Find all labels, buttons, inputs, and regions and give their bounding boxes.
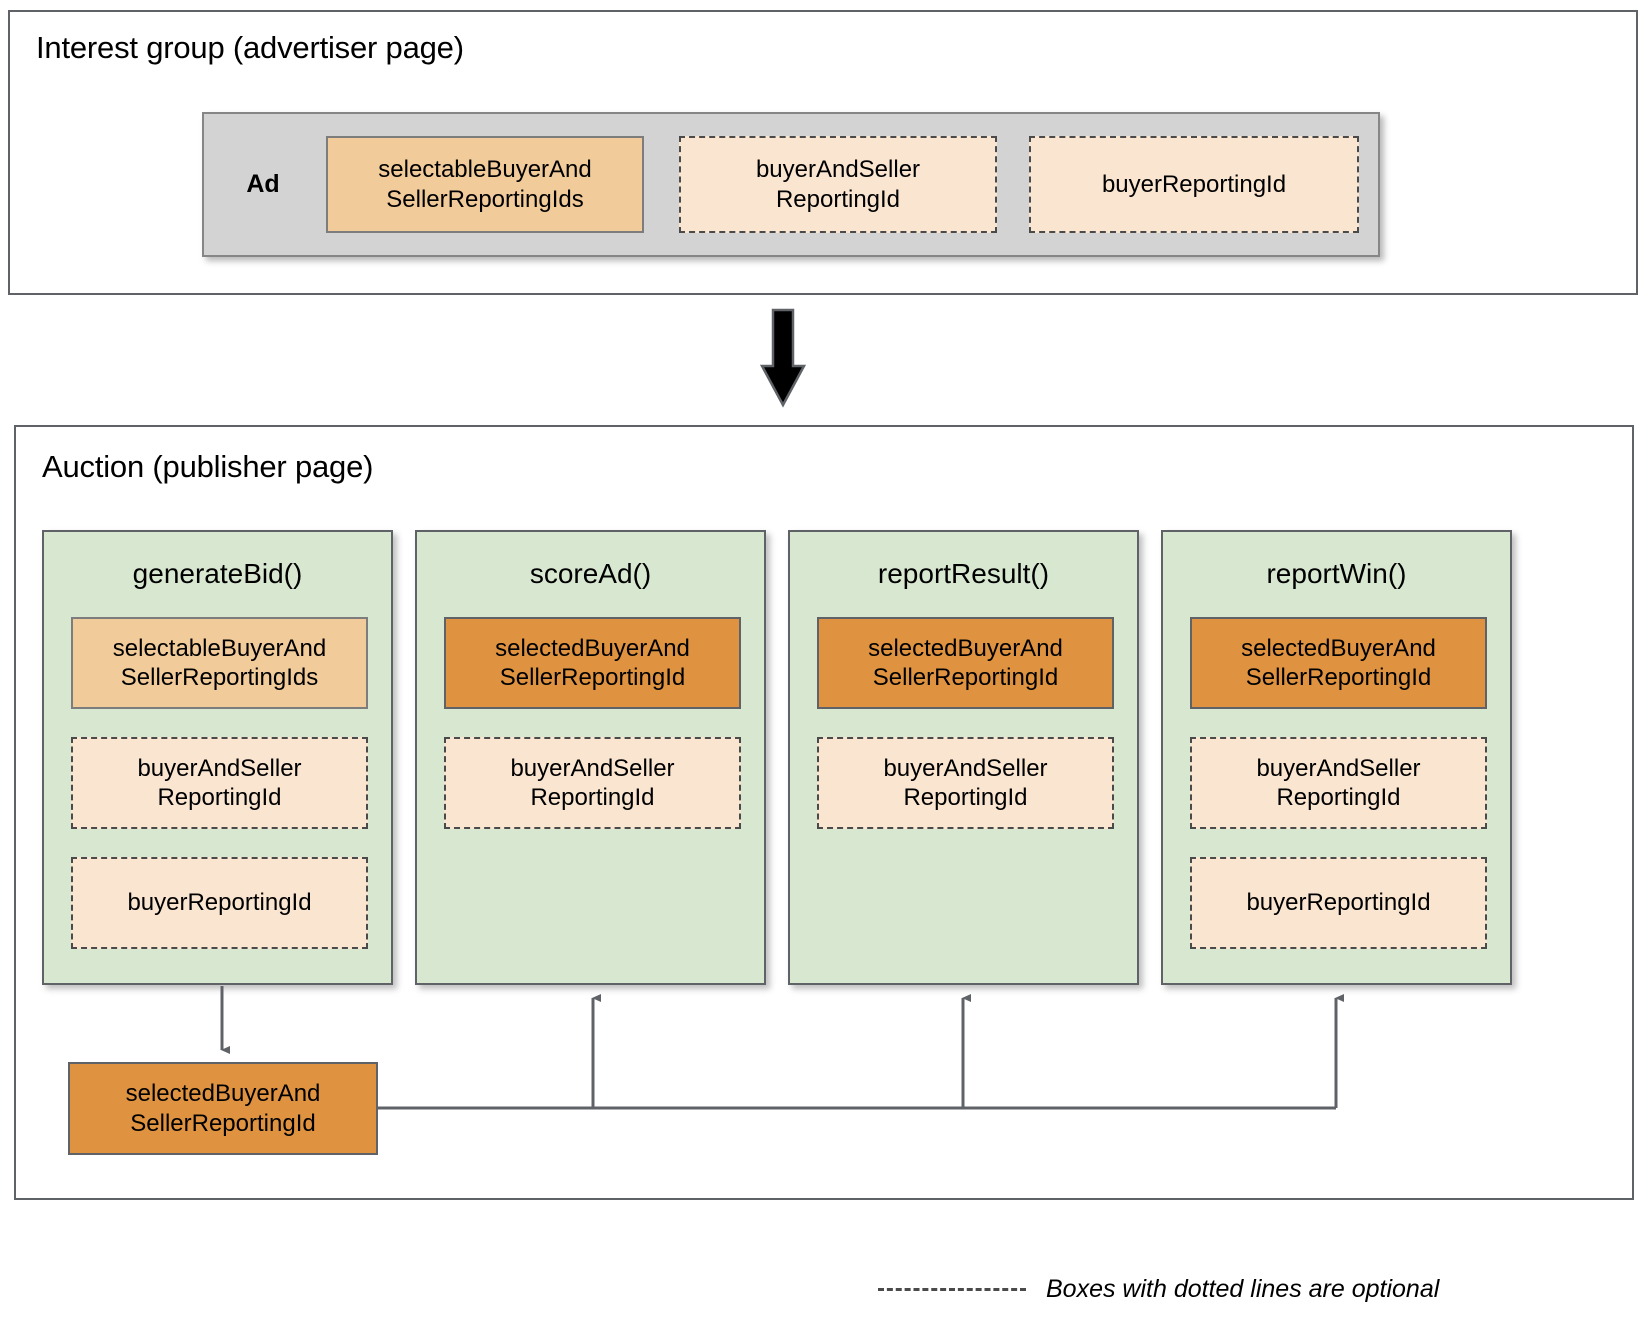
ad-field-buyer-reporting-id: buyerReportingId	[1029, 136, 1359, 233]
interest-group-title: Interest group (advertiser page)	[36, 30, 464, 65]
field-line-1: buyerAndSeller	[755, 156, 921, 184]
field-line-1: selectedBuyerAnd	[125, 1080, 321, 1108]
field-line-1: selectedBuyerAnd	[868, 634, 1063, 662]
auction-title: Auction (publisher page)	[42, 449, 374, 484]
ad-field-selectable-buyer-and-seller-reporting-ids: selectableBuyerAnd SellerReportingIds	[326, 136, 644, 233]
function-fields: selectableBuyerAnd SellerReportingIds bu…	[71, 617, 368, 949]
field-line-2: SellerReportingId	[1245, 664, 1432, 691]
function-column-report-result: reportResult() selectedBuyerAnd SellerRe…	[788, 530, 1139, 985]
field-line-2: SellerReportingIds	[386, 185, 584, 213]
function-title: scoreAd()	[529, 558, 652, 589]
field-line-2: SellerReportingId	[130, 1109, 316, 1137]
field-buyer-and-seller-reporting-id: buyerAndSeller ReportingId	[444, 737, 741, 829]
dashed-line-icon	[878, 1288, 1026, 1291]
function-fields: selectedBuyerAnd SellerReportingId buyer…	[817, 617, 1114, 829]
field-line-2: ReportingId	[903, 784, 1028, 811]
field-selected-buyer-and-seller-reporting-id: selectedBuyerAnd SellerReportingId	[817, 617, 1114, 709]
field-line-1: buyerReportingId	[127, 889, 312, 917]
field-buyer-and-seller-reporting-id: buyerAndSeller ReportingId	[71, 737, 368, 829]
down-arrow-icon	[760, 308, 806, 408]
field-line-2: SellerReportingId	[499, 664, 686, 691]
function-title: generateBid()	[132, 558, 303, 589]
field-line-2: ReportingId	[530, 784, 655, 811]
field-selectable-buyer-and-seller-reporting-ids: selectableBuyerAnd SellerReportingIds	[71, 617, 368, 709]
field-line-2: ReportingId	[1276, 784, 1401, 811]
function-fields: selectedBuyerAnd SellerReportingId buyer…	[444, 617, 741, 829]
field-line-1: buyerReportingId	[1101, 170, 1287, 198]
field-line-2: SellerReportingId	[872, 664, 1059, 691]
ad-container: Ad selectableBuyerAnd SellerReportingIds…	[202, 112, 1380, 257]
field-line-1: buyerAndSeller	[510, 754, 675, 782]
function-column-score-ad: scoreAd() selectedBuyerAnd SellerReporti…	[415, 530, 766, 985]
output-box-selected-buyer-and-seller-reporting-id: selectedBuyerAnd SellerReportingId	[68, 1062, 378, 1155]
field-line-1: buyerReportingId	[1246, 889, 1431, 917]
field-selected-buyer-and-seller-reporting-id: selectedBuyerAnd SellerReportingId	[444, 617, 741, 709]
function-title: reportResult()	[877, 558, 1050, 589]
legend: Boxes with dotted lines are optional	[878, 1275, 1439, 1304]
field-line-1: selectableBuyerAnd	[378, 156, 592, 184]
function-fields: selectedBuyerAnd SellerReportingId buyer…	[1190, 617, 1487, 949]
ad-field-buyer-and-seller-reporting-id: buyerAndSeller ReportingId	[679, 136, 997, 233]
field-line-1: selectedBuyerAnd	[495, 634, 690, 662]
interest-group-panel: Interest group (advertiser page) Ad sele…	[8, 10, 1638, 295]
field-line-2: ReportingId	[775, 185, 901, 213]
field-selected-buyer-and-seller-reporting-id: selectedBuyerAnd SellerReportingId	[1190, 617, 1487, 709]
field-buyer-reporting-id: buyerReportingId	[1190, 857, 1487, 949]
field-buyer-and-seller-reporting-id: buyerAndSeller ReportingId	[1190, 737, 1487, 829]
field-buyer-and-seller-reporting-id: buyerAndSeller ReportingId	[817, 737, 1114, 829]
field-line-1: buyerAndSeller	[1256, 754, 1421, 782]
legend-text: Boxes with dotted lines are optional	[1046, 1275, 1440, 1303]
function-column-report-win: reportWin() selectedBuyerAnd SellerRepor…	[1161, 530, 1512, 985]
field-line-2: SellerReportingIds	[120, 664, 319, 691]
function-title: reportWin()	[1266, 558, 1407, 589]
field-line-1: buyerAndSeller	[137, 754, 302, 782]
function-column-generate-bid: generateBid() selectableBuyerAnd SellerR…	[42, 530, 393, 985]
ad-label: Ad	[246, 170, 280, 198]
field-line-1: buyerAndSeller	[883, 754, 1048, 782]
field-buyer-reporting-id: buyerReportingId	[71, 857, 368, 949]
field-line-2: ReportingId	[157, 784, 282, 811]
field-line-1: selectedBuyerAnd	[1241, 634, 1436, 662]
field-line-1: selectableBuyerAnd	[112, 634, 327, 662]
